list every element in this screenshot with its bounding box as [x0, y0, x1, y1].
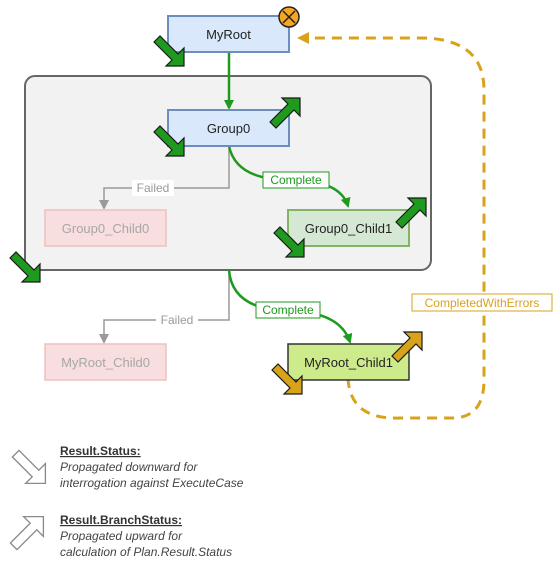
node-myroot-child0[interactable]: MyRoot_Child0 — [44, 343, 167, 381]
svg-text:MyRoot_Child1: MyRoot_Child1 — [304, 355, 393, 370]
svg-text:MyRoot: MyRoot — [206, 27, 251, 42]
label-failed-group: Failed — [132, 180, 174, 196]
legend: Result.Status: Propagated downward for i… — [9, 444, 244, 559]
node-myroot-child1[interactable]: MyRoot_Child1 — [287, 343, 410, 381]
legend-branch-desc-2: calculation of Plan.Result.Status — [60, 545, 232, 559]
svg-text:Complete: Complete — [262, 303, 314, 317]
svg-text:Complete: Complete — [270, 173, 322, 187]
legend-status-desc-1: Propagated downward for — [60, 460, 198, 474]
legend-status-desc-2: interrogation against ExecuteCase — [60, 476, 244, 490]
svg-text:Failed: Failed — [161, 313, 194, 327]
svg-text:Failed: Failed — [137, 181, 170, 195]
node-group0[interactable]: Group0 — [167, 109, 290, 147]
label-complete-group: Complete — [262, 171, 330, 189]
label-complete-root: Complete — [255, 301, 321, 319]
label-completed-with-errors: CompletedWithErrors — [411, 293, 553, 312]
node-group0-child0[interactable]: Group0_Child0 — [44, 209, 167, 247]
node-group0-child1[interactable]: Group0_Child1 — [287, 209, 410, 247]
svg-text:Group0: Group0 — [207, 121, 250, 136]
label-failed-root: Failed — [156, 312, 198, 328]
legend-branch-arrow-icon — [9, 515, 45, 551]
error-circle-icon — [278, 6, 300, 28]
legend-branch-desc-1: Propagated upward for — [60, 529, 183, 543]
edge-completed-with-errors — [297, 32, 486, 420]
edge-group-rootchild0-failed — [99, 270, 230, 344]
svg-text:Group0_Child0: Group0_Child0 — [62, 221, 149, 236]
legend-status-title: Result.Status: — [60, 444, 141, 458]
legend-status-arrow-icon — [11, 449, 47, 485]
svg-text:Group0_Child1: Group0_Child1 — [305, 221, 392, 236]
legend-branch-title: Result.BranchStatus: — [60, 513, 182, 527]
node-myroot[interactable]: MyRoot — [167, 15, 290, 53]
svg-text:MyRoot_Child0: MyRoot_Child0 — [61, 355, 150, 370]
svg-text:CompletedWithErrors: CompletedWithErrors — [425, 296, 540, 310]
